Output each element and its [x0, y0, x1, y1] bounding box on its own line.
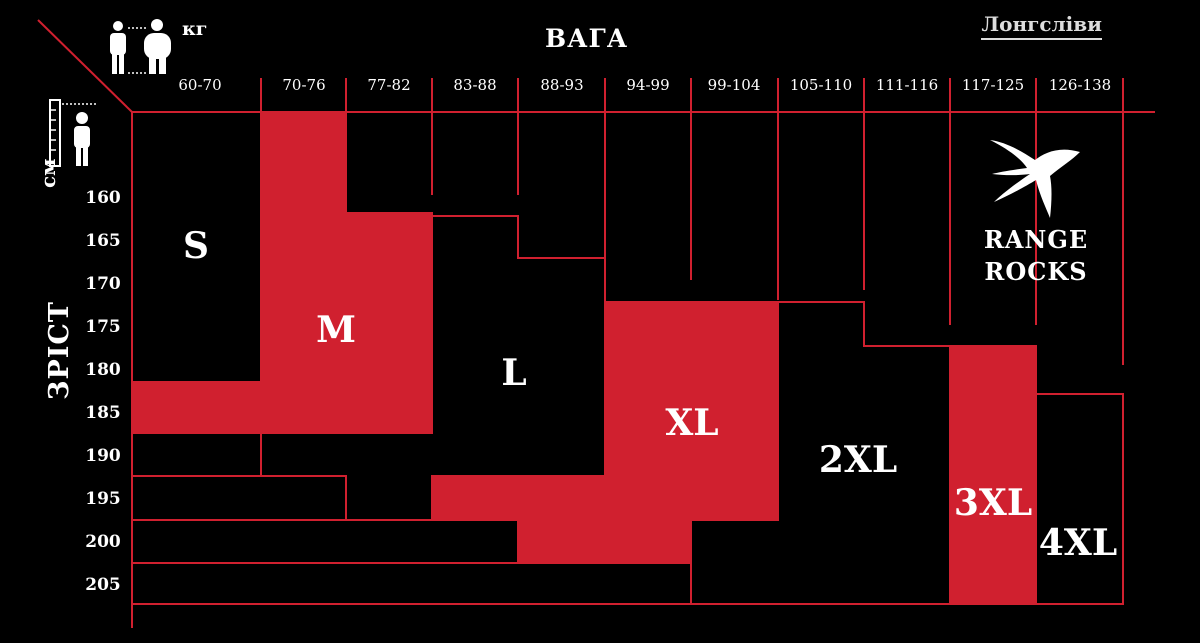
- diagonal-corner-line: [37, 19, 133, 113]
- weight-tick-label: 117-125: [962, 76, 1024, 94]
- size-label-xl: XL: [665, 402, 718, 444]
- swallow-icon: [990, 140, 1080, 218]
- height-tick-label: 160: [85, 188, 121, 208]
- weight-unit: кг: [182, 18, 208, 40]
- weight-tick-labels: 60-70 70-76 77-82 83-88 88-93 94-99 99-104 105-…: [178, 76, 1111, 94]
- weight-tick-label: 88-93: [540, 76, 583, 94]
- height-tick-label: 175: [85, 317, 121, 337]
- weight-title: ВАГА: [545, 24, 629, 53]
- size-blocks: [131, 111, 1124, 605]
- size-label-4xl: 4XL: [1039, 522, 1117, 564]
- size-label-2xl: 2XL: [819, 439, 897, 481]
- height-tick-label: 200: [85, 532, 121, 552]
- brand-line-2: ROCKS: [984, 257, 1088, 286]
- weight-tick-label: 70-76: [282, 76, 325, 94]
- height-tick-label: 165: [85, 231, 121, 251]
- weight-tick-label: 126-138: [1049, 76, 1111, 94]
- brand-line-1: RANGE: [983, 225, 1089, 254]
- weight-tick-label: 83-88: [453, 76, 496, 94]
- height-tick-label: 190: [85, 446, 121, 466]
- height-tick-label: 180: [85, 360, 121, 380]
- height-title: ЗРІСТ: [44, 301, 75, 400]
- product-title: Лонгсліви: [981, 12, 1102, 40]
- height-tick-labels: 160 165 170 175 180 185 190 195 200 205: [85, 188, 121, 595]
- people-weight-icon: [110, 19, 171, 74]
- height-tick-label: 185: [85, 403, 121, 423]
- weight-tick-label: 94-99: [626, 76, 669, 94]
- height-unit: см: [36, 158, 60, 188]
- weight-tick-label: 60-70: [178, 76, 221, 94]
- height-tick-label: 170: [85, 274, 121, 294]
- brand-name: RANGE ROCKS: [976, 224, 1096, 288]
- weight-tick-label: 111-116: [876, 76, 938, 94]
- size-block-3xl: [949, 345, 1037, 605]
- weight-tick-label: 77-82: [367, 76, 410, 94]
- height-tick-label: 195: [85, 489, 121, 509]
- height-tick-label: 205: [85, 575, 121, 595]
- size-label-s: S: [183, 225, 209, 267]
- weight-tick-label: 105-110: [790, 76, 852, 94]
- size-block-4xl: [1035, 393, 1124, 605]
- person-height-icon: [49, 99, 96, 167]
- weight-tick-label: 99-104: [708, 76, 761, 94]
- size-label-l: L: [501, 352, 526, 394]
- size-label-m: M: [316, 309, 356, 351]
- size-label-3xl: 3XL: [954, 482, 1032, 524]
